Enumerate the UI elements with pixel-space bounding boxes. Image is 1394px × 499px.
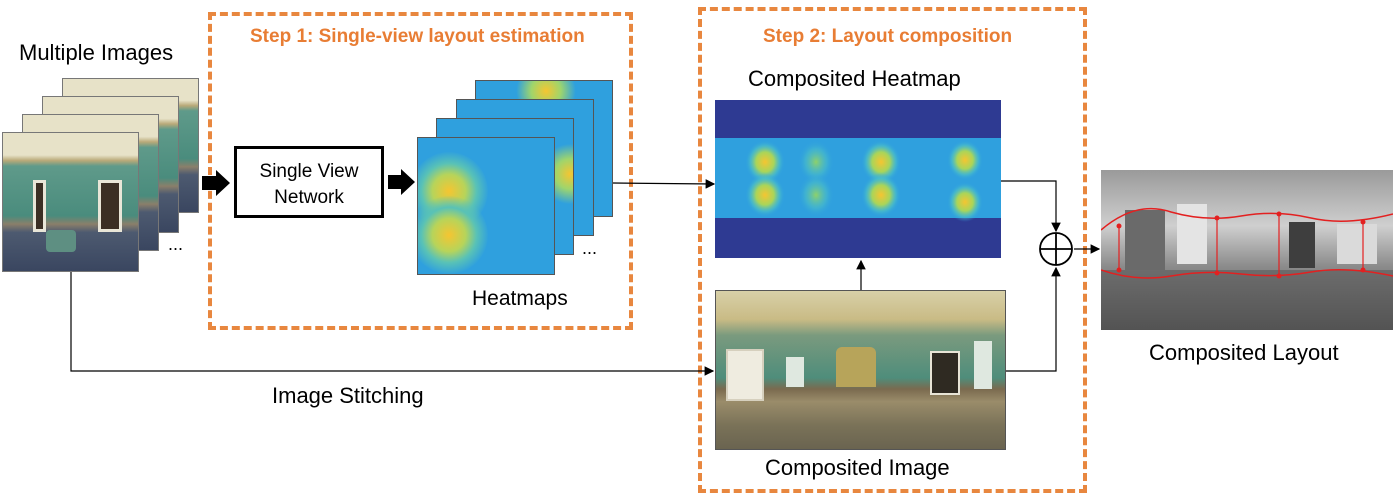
image-stitching-label: Image Stitching	[272, 383, 424, 408]
step2-box	[698, 7, 1087, 493]
composited-heatmap	[715, 100, 1001, 258]
step1-title: Step 1: Single-view layout estimation	[250, 26, 585, 47]
heatmaps-label: Heatmaps	[472, 287, 568, 310]
arrow-to-heatmaps	[388, 169, 415, 195]
arrow-to-network	[202, 170, 230, 196]
composited-layout-label: Composited Layout	[1149, 340, 1339, 365]
input-image-1	[2, 132, 139, 272]
composited-image-label: Composited Image	[765, 455, 950, 480]
composited-layout	[1101, 170, 1393, 330]
step2-title: Step 2: Layout composition	[763, 26, 1013, 47]
single-view-network-box: Single View Network	[234, 146, 384, 218]
heatmap-1	[417, 137, 555, 275]
circle-plus-icon	[1039, 232, 1073, 266]
images-ellipsis: ...	[168, 234, 184, 254]
multiple-images-label: Multiple Images	[19, 40, 174, 65]
step1-box	[208, 12, 633, 330]
composited-heatmap-label: Composited Heatmap	[748, 66, 961, 91]
heatmaps-ellipsis: ...	[582, 238, 598, 258]
network-label-line1: Single View	[259, 161, 359, 182]
composited-image	[715, 290, 1006, 450]
network-label-line2: Network	[274, 187, 344, 208]
